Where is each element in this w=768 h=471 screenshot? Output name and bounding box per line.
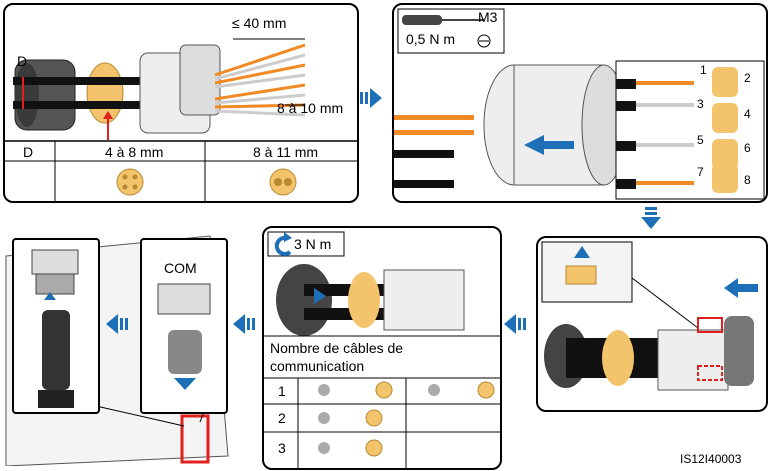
pin-1: 1 <box>700 63 707 77</box>
com-port-illustration <box>157 283 211 390</box>
strip-length-label: ≤ 40 mm <box>232 15 287 31</box>
panel-connector-exploded <box>12 238 100 414</box>
pin-3: 3 <box>697 97 704 111</box>
stripping-illustration <box>5 38 357 201</box>
pin-2: 2 <box>744 71 751 85</box>
document-id: IS12I40003 <box>680 452 742 466</box>
step-arrow-right <box>360 88 382 108</box>
row-label-3: 3 <box>278 440 286 456</box>
table-title-line2: communication <box>270 358 365 374</box>
step-arrow-left <box>233 314 255 334</box>
com-label: COM <box>164 260 197 276</box>
step-arrow-down <box>641 207 661 229</box>
torque-value: 0,5 N m <box>406 31 456 47</box>
panel-tighten: 3 N m Nombre de câbles de communication … <box>262 226 502 470</box>
pin-8: 8 <box>744 173 751 187</box>
screw-size: M3 <box>478 9 498 25</box>
panel-pin-wiring: 0,5 N m M3 1 2 3 4 5 6 7 8 <box>392 3 768 203</box>
torque-value: 3 N m <box>294 236 332 252</box>
step-arrow-left <box>504 314 526 334</box>
diameter-label: D <box>17 53 28 69</box>
connector-exploded-illustration <box>31 249 79 408</box>
pin-wiring-illustration <box>394 8 765 200</box>
pin-7: 7 <box>697 165 704 179</box>
panel-stripping: ≤ 40 mm 8 à 10 mm D D 4 à 8 mm 8 à 11 mm <box>3 3 359 203</box>
bare-length-label: 8 à 10 mm <box>277 100 344 116</box>
panel-com-port: COM <box>140 238 228 414</box>
pin-5: 5 <box>697 133 704 147</box>
latch-illustration <box>541 241 758 391</box>
step-arrow-left <box>106 314 128 334</box>
table-header-d: D <box>23 144 34 160</box>
pin-4: 4 <box>744 107 751 121</box>
table-title-line1: Nombre de câbles de <box>270 340 404 356</box>
panel-latch <box>536 236 768 412</box>
row-label-1: 1 <box>278 383 286 399</box>
pin-6: 6 <box>744 141 751 155</box>
tighten-illustration <box>264 231 500 468</box>
table-header-range-2: 8 à 11 mm <box>253 144 319 160</box>
table-header-range-1: 4 à 8 mm <box>105 144 164 160</box>
row-label-2: 2 <box>278 410 286 426</box>
